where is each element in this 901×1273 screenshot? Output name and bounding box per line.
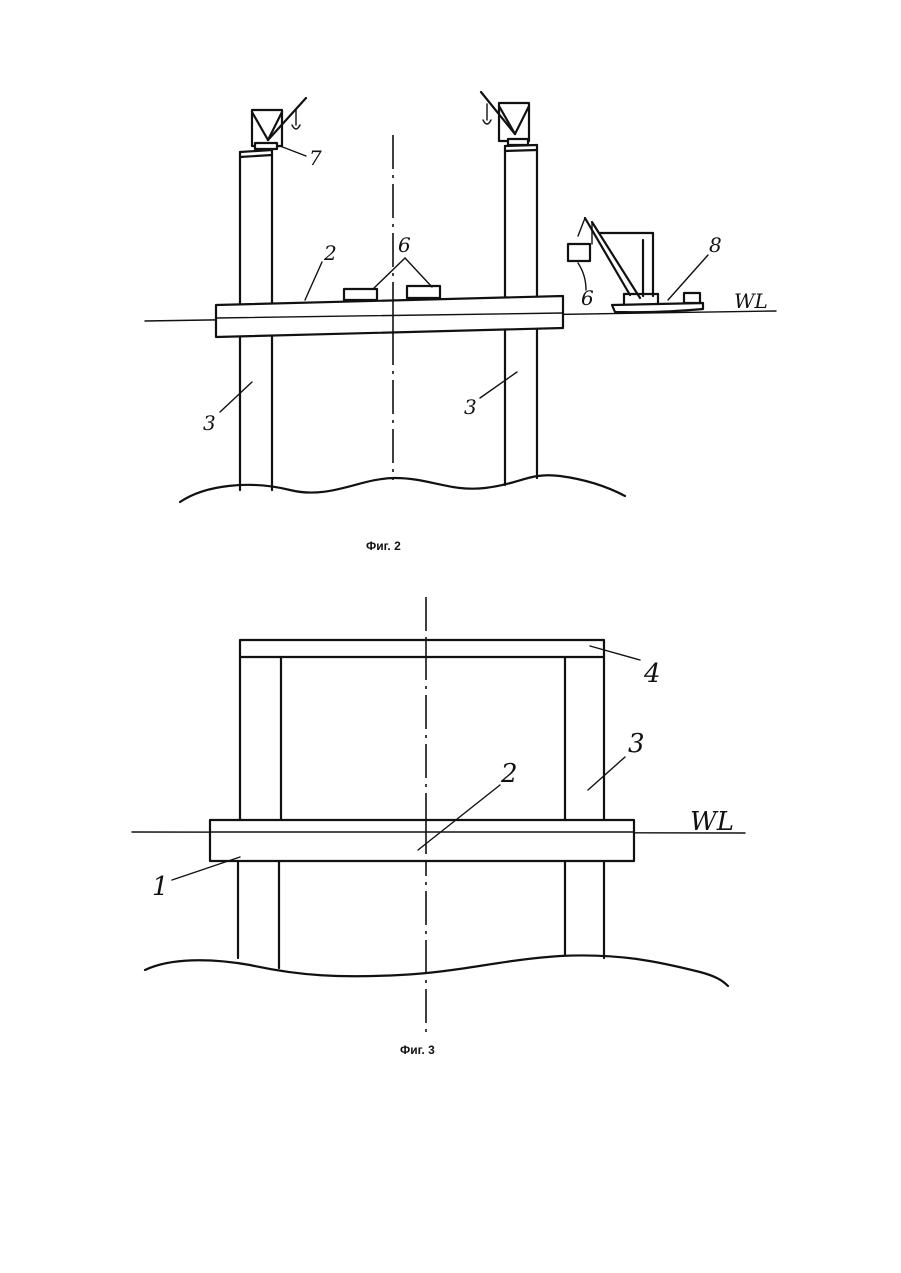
fig2-cargo-box-2	[407, 286, 440, 298]
fig2-lifted-cargo	[568, 244, 590, 261]
fig3-top-frame	[240, 640, 604, 657]
fig2-label-cargo-lifted: 6	[581, 286, 594, 310]
fig3-pontoon	[210, 820, 634, 861]
fig2-caption: Фиг. 2	[366, 539, 401, 553]
fig2-seabed	[180, 475, 625, 502]
fig3-label-top-frame: 4	[643, 659, 661, 689]
fig2-crane-left	[252, 98, 306, 149]
fig3-column-left	[238, 657, 281, 968]
figure-2: 7 2 6 6 8 WL 3 3 Фиг. 2	[145, 92, 776, 553]
fig2-crane-right	[481, 92, 529, 145]
fig2-label-column-left: 3	[203, 411, 216, 435]
fig2-cargo-box-1	[344, 289, 377, 300]
fig3-column-right	[565, 657, 604, 958]
fig2-label-cargo: 6	[398, 233, 411, 257]
fig2-label-column-right: 3	[464, 395, 477, 419]
fig3-label-deck: 2	[500, 759, 518, 789]
fig2-label-crane-vessel: 8	[709, 233, 722, 257]
fig2-label-crane: 7	[309, 146, 322, 170]
fig3-label-column: 3	[628, 729, 645, 759]
fig3-label-pontoon: 1	[152, 872, 169, 902]
fig2-deck	[216, 296, 563, 337]
fig2-label-waterline: WL	[734, 289, 768, 313]
fig3-seabed	[145, 955, 728, 986]
fig3-caption: Фиг. 3	[400, 1043, 435, 1057]
figure-3: 4 3 2 WL 1 Фиг. 3	[132, 597, 745, 1057]
fig2-label-deck: 2	[323, 241, 337, 265]
fig3-label-waterline: WL	[690, 807, 734, 837]
